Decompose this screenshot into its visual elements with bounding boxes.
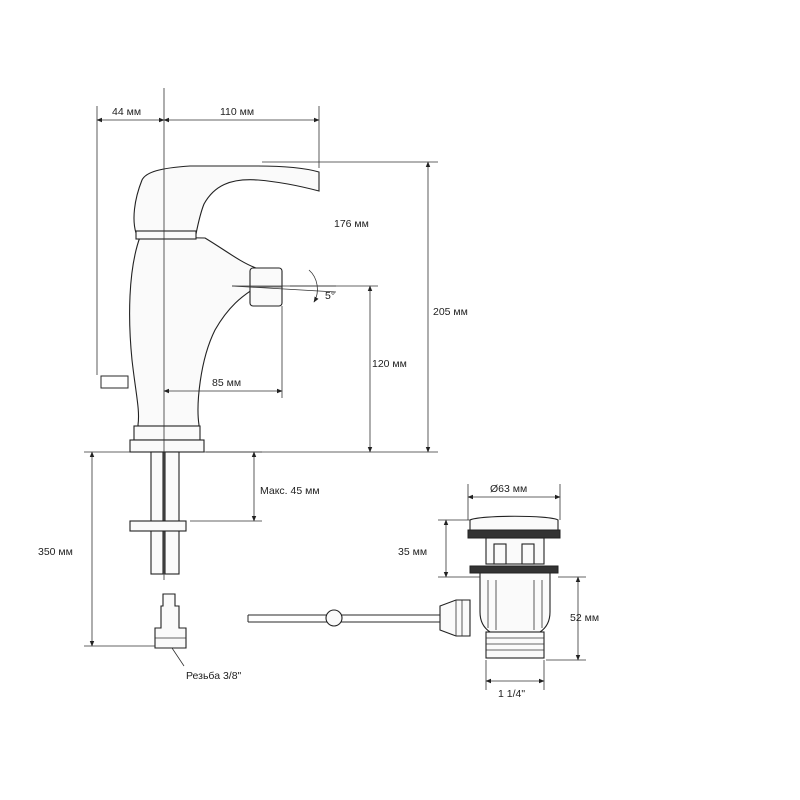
angle-label: 5°	[325, 290, 336, 302]
dim-label-spout-height: 176 мм	[334, 218, 369, 230]
drain-tail	[485, 631, 545, 659]
mounting-washer	[129, 520, 187, 532]
faucet-drawing	[84, 88, 438, 667]
drain-body	[479, 572, 551, 633]
dim-label-base-offset: 44 мм	[112, 106, 142, 118]
base-plate	[129, 439, 205, 453]
drain-flange	[467, 529, 561, 539]
faucet-body	[129, 236, 257, 439]
cartridge-ring	[135, 230, 197, 240]
dim-label-hose-length: 350 мм	[38, 546, 73, 558]
dim-label-aerator-reach: 85 мм	[212, 377, 242, 389]
drain-nut	[469, 565, 559, 574]
dim-label-drain-flange: 35 мм	[398, 546, 428, 558]
popup-rod	[100, 375, 129, 389]
lever-handle	[133, 165, 320, 235]
mounting-stud	[150, 451, 164, 575]
dim-label-spout-reach: 110 мм	[220, 106, 255, 118]
base-collar	[133, 425, 201, 441]
mounting-stud	[164, 451, 180, 575]
rod-ball	[325, 609, 343, 627]
thread-label: Резьба 3/8"	[186, 670, 242, 682]
drain-cap	[469, 515, 559, 531]
dim-label-max-mount: Макс. 45 мм	[260, 485, 320, 497]
dim-label-total-height: 205 мм	[433, 306, 468, 318]
rod-fitting	[439, 599, 471, 637]
dim-label-drain-outlet: 1 1/4"	[498, 688, 526, 700]
dim-label-aerator-height: 120 мм	[372, 358, 407, 370]
hose-connector	[154, 593, 187, 649]
drain-drawing	[247, 484, 586, 690]
dim-label-drain-diameter: Ø63 мм	[490, 483, 528, 495]
dim-label-drain-body: 52 мм	[570, 612, 600, 624]
